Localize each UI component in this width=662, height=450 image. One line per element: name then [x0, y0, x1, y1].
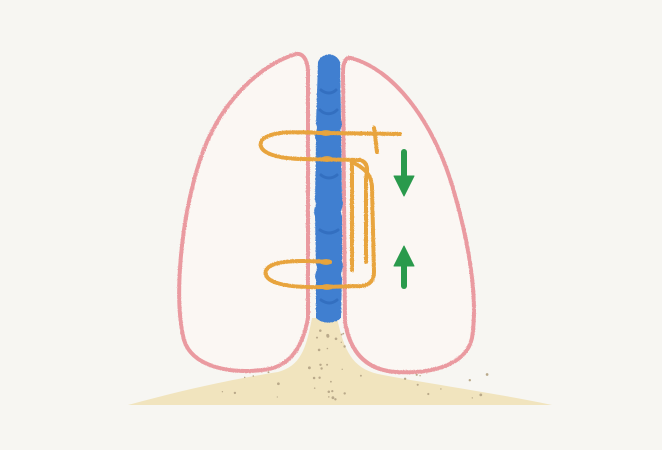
sand-speckle: [314, 387, 316, 389]
suture-knot: [320, 130, 332, 136]
sand-speckle: [277, 396, 278, 397]
sand-speckle: [440, 388, 441, 389]
sand-speckle: [341, 334, 343, 336]
sand-speckle: [268, 371, 270, 373]
sand-speckle: [318, 349, 321, 352]
sand-speckle: [343, 345, 345, 347]
sand-speckle: [334, 398, 336, 400]
suture-knot: [321, 156, 333, 162]
sand-speckle: [234, 392, 236, 394]
sand-speckle: [328, 396, 330, 398]
sand-speckle: [318, 377, 320, 379]
sand-speckle: [326, 364, 328, 366]
central-strip: [314, 55, 343, 323]
sand-speckle: [319, 364, 321, 366]
suture-knot: [320, 259, 332, 265]
suture-knot: [321, 284, 333, 290]
sand-speckle: [341, 342, 342, 343]
sand-speckle: [472, 397, 473, 398]
sand-speckle: [308, 366, 311, 369]
sand-speckle: [252, 375, 254, 377]
sand-speckle: [404, 378, 406, 380]
sand-speckle: [328, 391, 331, 394]
sand-speckle: [343, 392, 345, 394]
sand-speckle: [342, 369, 343, 370]
sand-speckle: [427, 393, 429, 395]
sand-speckle: [330, 381, 332, 383]
sand-speckle: [342, 333, 344, 335]
sand-speckle: [331, 390, 333, 392]
sand-speckle: [277, 382, 280, 385]
sand-speckle: [416, 374, 418, 376]
sand-speckle: [316, 337, 318, 339]
sand-speckle: [320, 367, 322, 369]
sand-speckle: [313, 377, 316, 380]
sand-speckle: [332, 396, 335, 399]
sand-speckle: [479, 394, 482, 397]
sand-speckle: [469, 379, 471, 381]
sand-speckle: [417, 384, 419, 386]
sand-speckle: [486, 373, 489, 376]
sand-speckle: [335, 337, 338, 340]
sand-speckle: [360, 375, 362, 377]
sand-speckle: [326, 334, 329, 337]
sand-speckle: [319, 329, 322, 332]
sand-speckle: [244, 377, 246, 379]
sand-speckle: [222, 391, 223, 392]
sand-speckle: [419, 375, 420, 376]
sand-speckle: [327, 348, 329, 350]
